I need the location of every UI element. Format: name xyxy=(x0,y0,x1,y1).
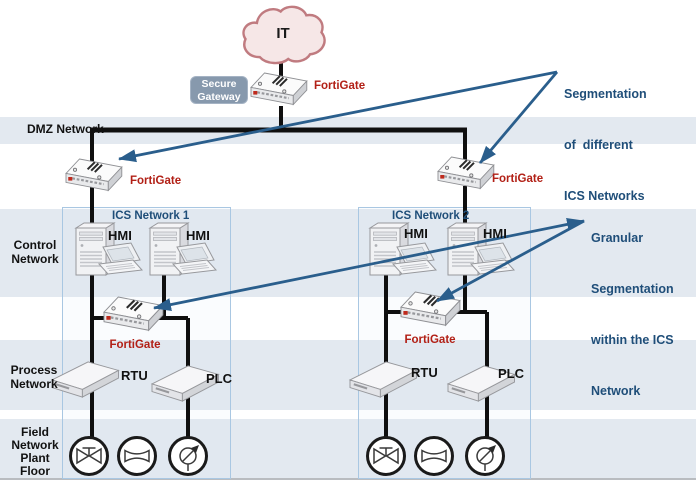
fortigate-label-dmz-right: FortiGate xyxy=(492,173,544,185)
rtu-device xyxy=(348,360,418,399)
control-label-line1: Control xyxy=(13,238,57,252)
granular-line4: Network xyxy=(591,384,641,398)
plc-label: PLC xyxy=(498,366,524,381)
granular-arrow-left xyxy=(153,218,585,311)
granular-line3: within the ICS xyxy=(591,333,674,347)
segmentation-line3: ICS Networks xyxy=(564,189,645,203)
secure-gateway-badge: Secure Gateway xyxy=(190,76,248,104)
secure-gateway-line1: Secure xyxy=(201,78,237,90)
fan-icon xyxy=(117,436,157,476)
annotation-arrows xyxy=(118,70,585,311)
hmi-label: HMI xyxy=(186,228,210,243)
valve-icon xyxy=(69,436,109,476)
fortigate-label-top: FortiGate xyxy=(314,80,366,92)
process-label-line2: Network xyxy=(10,377,58,391)
hmi-label: HMI xyxy=(404,226,428,241)
segmentation-annotation: Segmentation of different ICS Networks xyxy=(564,52,647,239)
it-cloud-label: IT xyxy=(276,25,290,42)
granular-line2: Segmentation xyxy=(591,282,674,296)
fortigate-device-ics2 xyxy=(399,290,462,327)
segmentation-line1: Segmentation xyxy=(564,87,647,101)
rtu-label: RTU xyxy=(121,368,148,383)
fan-icon xyxy=(414,436,454,476)
control-band-label: Control Network xyxy=(8,238,62,266)
dmz-band-label: DMZ Network xyxy=(27,122,104,136)
fortigate-label-ics2: FortiGate xyxy=(404,334,456,346)
hmi-label: HMI xyxy=(108,228,132,243)
segmentation-arrow-right xyxy=(478,71,559,164)
segmentation-line2: of different xyxy=(564,138,633,152)
fortigate-device-dmz-right xyxy=(436,155,495,190)
field-label-line4: Floor xyxy=(20,464,50,478)
process-label-line1: Process xyxy=(10,363,58,377)
fortigate-label-ics1: FortiGate xyxy=(109,339,161,351)
hmi-label: HMI xyxy=(483,226,507,241)
control-label-line2: Network xyxy=(11,252,59,266)
secure-gateway-line2: Gateway xyxy=(197,91,241,103)
fortigate-label-dmz-left: FortiGate xyxy=(130,175,182,187)
ics-network1-label: ICS Network 1 xyxy=(112,210,190,222)
field-label-line1: Field xyxy=(20,425,49,439)
ics-network2-label: ICS Network 2 xyxy=(392,210,470,222)
fortigate-device-ics1 xyxy=(102,295,165,332)
field-band xyxy=(0,419,696,479)
granular-arrow-right xyxy=(436,219,585,303)
pump-icon xyxy=(465,436,505,476)
rtu-label: RTU xyxy=(411,365,438,380)
bottom-divider xyxy=(0,478,696,480)
field-label-line3: Plant xyxy=(20,451,50,465)
plc-label: PLC xyxy=(206,371,232,386)
granular-annotation: Granular Segmentation within the ICS Net… xyxy=(591,196,674,434)
fortigate-device-dmz-left xyxy=(64,157,123,192)
valve-icon xyxy=(366,436,406,476)
field-label-line2: Network xyxy=(11,438,59,452)
granular-line1: Granular xyxy=(591,231,644,245)
process-band-label: Process Network xyxy=(6,363,62,391)
fortigate-device-top xyxy=(249,71,308,106)
pump-icon xyxy=(168,436,208,476)
segmentation-arrow-left xyxy=(118,70,558,163)
it-cloud xyxy=(242,5,326,65)
field-band-label: Field Network Plant Floor xyxy=(8,426,62,478)
